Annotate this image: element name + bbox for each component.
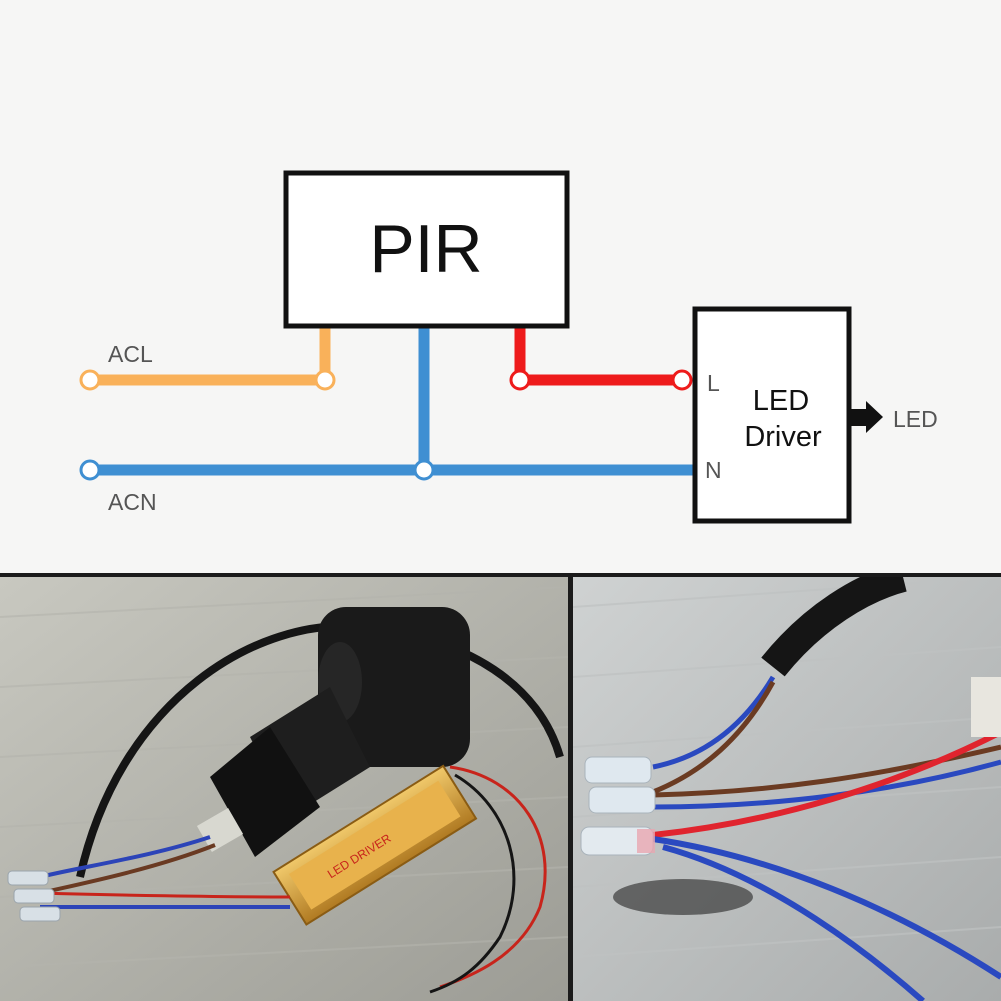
led-driver-label-line2: Driver (744, 421, 822, 453)
acl-label: ACL (108, 341, 153, 367)
l-terminal-label: L (707, 370, 720, 396)
pir-output-terminal (509, 369, 531, 391)
photo-left-svg: LED DRIVER (0, 577, 568, 1001)
wiring-diagram-svg: PIR LED Driver ACL ACN L N LED (79, 170, 938, 524)
pir-box (283, 170, 570, 329)
wire-connectors (7, 870, 61, 922)
acn-input-terminal (79, 459, 101, 481)
photo-pir-sensor-with-driver: LED DRIVER (0, 577, 568, 1001)
driver-l-terminal (671, 369, 693, 391)
led-driver-box (692, 306, 852, 524)
live-out-wire (509, 325, 693, 391)
wire-connectors-closeup (580, 756, 656, 856)
pir-sensor-housing (196, 607, 470, 857)
n-terminal-label: N (705, 457, 722, 483)
photo-wire-connectors-closeup (573, 577, 1001, 1001)
acn-label: ACN (108, 489, 157, 515)
acn-wire (79, 325, 695, 481)
pir-label: PIR (369, 211, 482, 287)
wiring-diagram: PIR LED Driver ACL ACN L N LED (79, 170, 938, 524)
led-driver-case: LED DRIVER (272, 764, 478, 926)
acn-junction (413, 459, 435, 481)
acl-wire (79, 325, 336, 391)
led-output-label: LED (893, 406, 938, 432)
led-driver-label-line1: LED (753, 385, 809, 417)
photo-right-svg (573, 577, 1001, 1001)
vertical-divider (568, 575, 573, 1001)
acl-input-terminal (79, 369, 101, 391)
acl-pir-junction (314, 369, 336, 391)
horizontal-divider (0, 573, 1001, 577)
output-arrow-icon (849, 401, 883, 433)
terminal-block (971, 677, 1001, 737)
